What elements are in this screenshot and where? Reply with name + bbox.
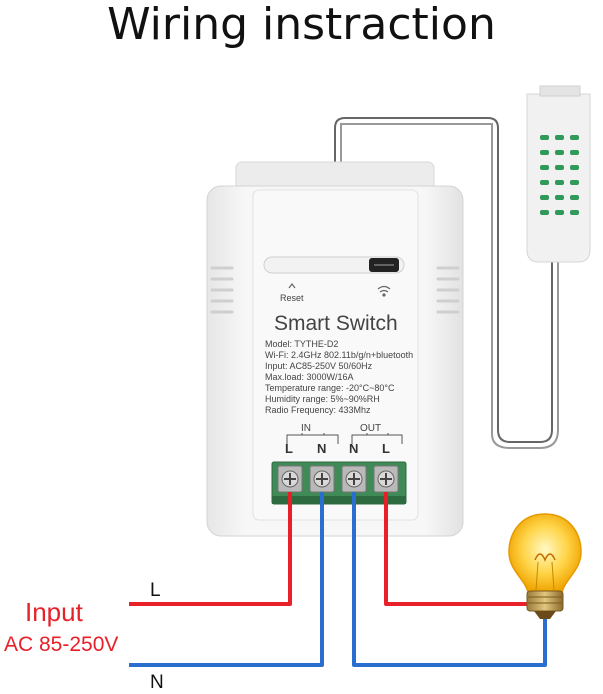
input-label: Input — [25, 597, 83, 627]
smart-switch-device — [206, 161, 464, 537]
neutral-output-wire — [352, 492, 547, 667]
in-label: IN — [301, 423, 311, 434]
reset-label: Reset — [280, 293, 304, 303]
spec-input: Input: AC85-250V 50/60Hz — [265, 361, 373, 371]
spec-temperature: Temperature range: -20°C~80°C — [265, 383, 395, 393]
spec-model: Model: TYTHE-D2 — [265, 339, 339, 349]
wire-l-label: L — [150, 580, 161, 601]
wifi-icon — [377, 285, 391, 297]
out-label: OUT — [360, 423, 382, 434]
wire-n-label: N — [150, 672, 164, 693]
spec-humidity: Humidity range: 5%~90%RH — [265, 394, 380, 404]
terminal-label-out-n: N — [349, 441, 359, 456]
sensor-vents — [540, 135, 579, 215]
terminal-label-out-l: L — [382, 441, 390, 456]
side-vents — [210, 266, 460, 314]
live-input-wire — [129, 492, 292, 606]
input-voltage-label: AC 85-250V — [4, 633, 119, 656]
in-out-brackets — [286, 433, 403, 444]
device-name: Smart Switch — [274, 312, 398, 335]
terminal-screw-4 — [373, 465, 399, 493]
terminal-block — [271, 461, 407, 505]
terminal-screw-1 — [277, 465, 303, 493]
terminal-screw-3 — [341, 465, 367, 493]
terminal-label-in-l: L — [285, 441, 293, 456]
live-output-wire — [384, 492, 530, 606]
sensor-cable — [334, 117, 559, 449]
terminal-label-in-n: N — [317, 441, 327, 456]
neutral-input-wire — [129, 492, 324, 667]
spec-wifi: Wi-Fi: 2.4GHz 802.11b/g/n+bluetooth — [265, 350, 414, 360]
page-title: Wiring instraction — [107, 0, 496, 50]
spec-radio: Radio Frequency: 433Mhz — [265, 405, 371, 415]
terminal-screw-2 — [309, 465, 335, 493]
spec-max-load: Max.load: 3000W/16A — [265, 372, 354, 382]
sensor-probe — [526, 85, 591, 263]
reset-arrow-icon — [288, 283, 296, 289]
light-bulb-icon — [508, 513, 582, 619]
